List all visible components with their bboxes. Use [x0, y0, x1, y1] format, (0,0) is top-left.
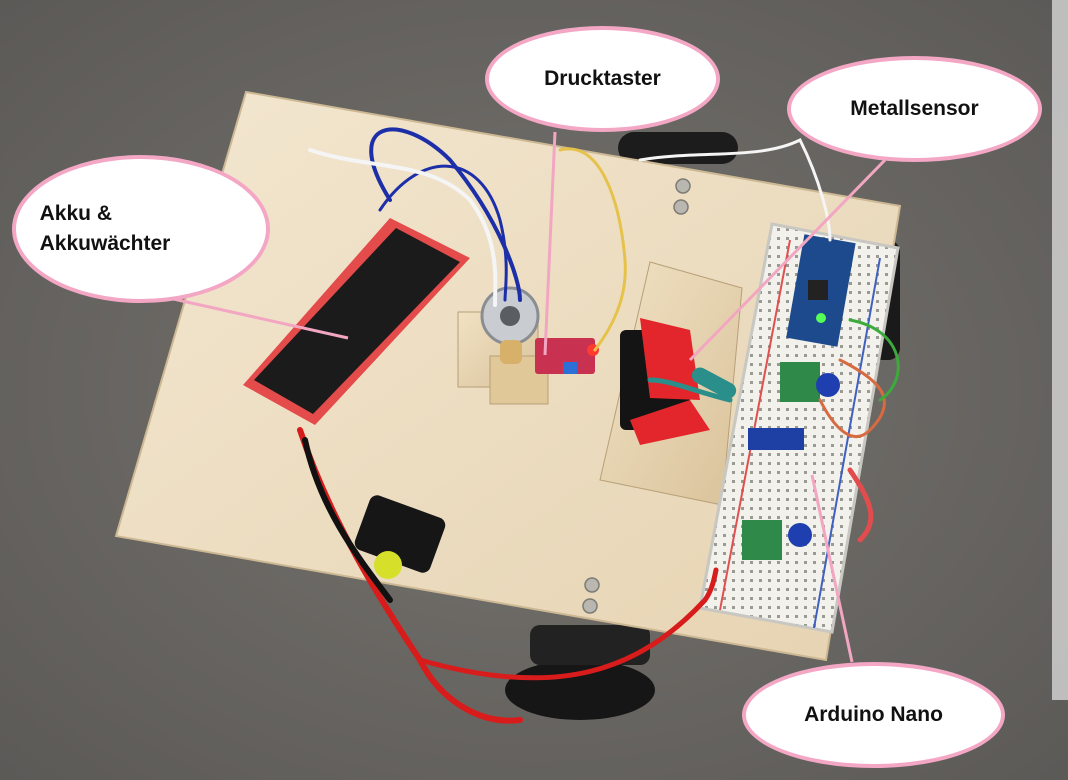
- leader-lines: [159, 131, 887, 663]
- power-switch: [354, 495, 446, 579]
- battery-pack: [243, 218, 470, 425]
- breadboard: [698, 222, 900, 634]
- callout-battery-monitor: Akku & Akkuwächter: [12, 155, 270, 303]
- screws: [582, 178, 691, 614]
- callout-metal-sensor-label: Metallsensor: [850, 96, 979, 120]
- wires: [297, 127, 900, 724]
- callout-arduino-nano-label: Arduino Nano: [804, 702, 943, 726]
- callout-battery-line2: Akkuwächter: [39, 232, 171, 255]
- callout-battery-line1: Akku &: [39, 201, 112, 225]
- callout-battery-label: Akku & Akkuwächter: [40, 199, 171, 260]
- callout-push-button: Drucktaster: [485, 26, 720, 132]
- callout-push-button-label: Drucktaster: [544, 66, 661, 90]
- callout-arduino-nano: Arduino Nano: [742, 662, 1005, 768]
- callout-metal-sensor: Metallsensor: [787, 56, 1042, 162]
